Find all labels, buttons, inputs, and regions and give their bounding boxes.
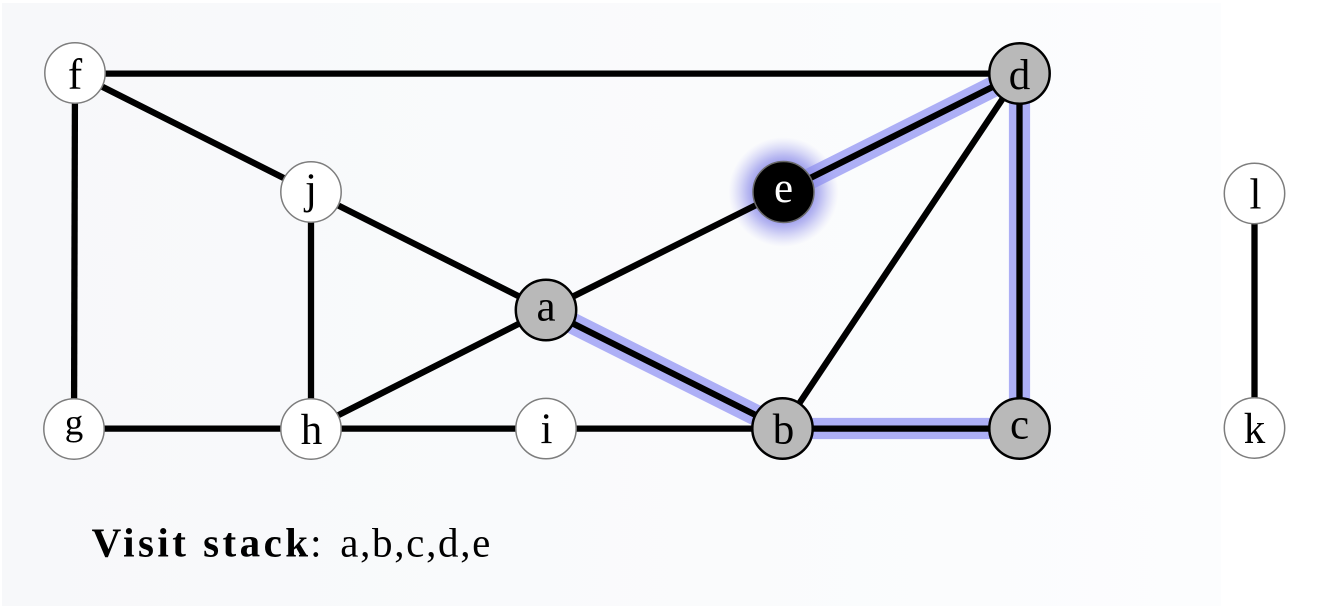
svg-text:a: a (536, 284, 555, 331)
svg-text:f: f (68, 51, 83, 98)
svg-text:l: l (1250, 172, 1262, 219)
svg-text:j: j (303, 166, 317, 213)
svg-text:k: k (1244, 406, 1266, 453)
svg-text:g: g (65, 403, 84, 444)
svg-text:i: i (541, 406, 553, 453)
svg-text:c: c (1010, 402, 1029, 449)
svg-text:h: h (301, 407, 323, 454)
svg-text:a,b,c,d,e: a,b,c,d,e (340, 519, 492, 565)
svg-text:Visit stack: Visit stack (92, 519, 312, 565)
svg-text:d: d (1009, 52, 1031, 99)
svg-text:b: b (773, 407, 795, 454)
svg-text::: : (310, 519, 321, 565)
svg-text:e: e (774, 165, 793, 212)
